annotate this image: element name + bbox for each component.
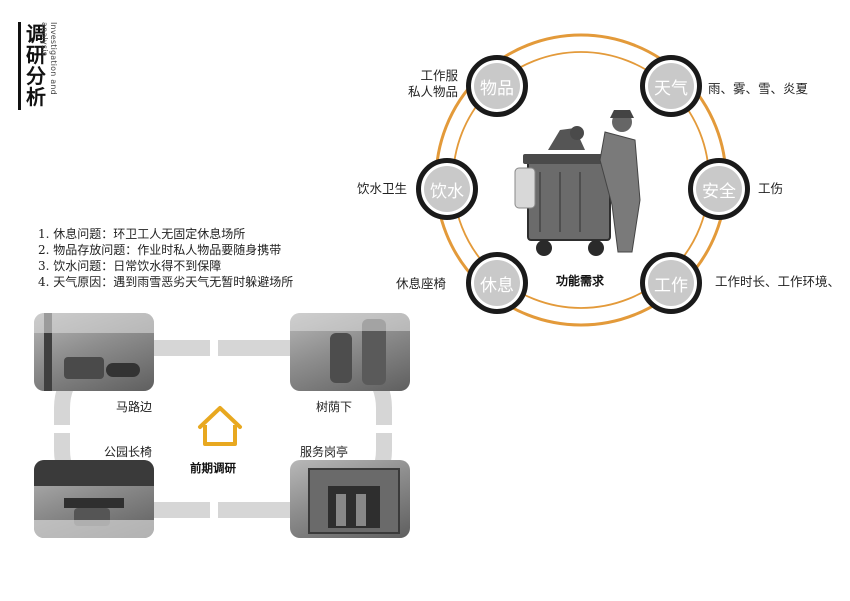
problem-item: 2. 物品存放问题：作业时私人物品要随身携带 <box>38 243 282 257</box>
need-bubble-water: 饮水 <box>416 158 478 220</box>
need-desc-water: 饮水卫生 <box>357 181 408 196</box>
needs-center-label: 功能需求 <box>556 274 605 288</box>
need-bubble-safety: 安全 <box>688 158 750 220</box>
problem-item: 4. 天气原因：遇到雨雪恶劣天气无暂时躲避场所 <box>38 275 294 289</box>
photo-roadside <box>34 313 154 391</box>
house-icon <box>198 406 242 446</box>
location-label: 树荫下 <box>316 400 353 414</box>
problem-item: 1. 休息问题：环卫工人无固定休息场所 <box>38 227 246 241</box>
worker-cart-illustration <box>514 110 641 256</box>
photo-tree-shade <box>290 313 410 391</box>
need-desc-rest: 休息座椅 <box>396 276 447 291</box>
need-bubble-work: 工作 <box>640 252 702 314</box>
problem-item: 3. 饮水问题：日常饮水得不到保障 <box>38 259 222 273</box>
photo-service-booth <box>290 460 410 538</box>
location-label: 马路边 <box>116 400 153 414</box>
title-accent-bar <box>18 22 21 110</box>
location-label: 服务岗亭 <box>300 445 349 459</box>
survey-center-label: 前期调研 <box>190 461 236 475</box>
title-char: 研 <box>26 43 46 67</box>
need-bubble-goods: 物品 <box>466 55 528 117</box>
title-char: 析 <box>26 85 46 109</box>
problem-list: 1. 休息问题：环卫工人无固定休息场所 2. 物品存放问题：作业时私人物品要随身… <box>38 226 293 290</box>
need-desc-safety: 工伤 <box>758 181 784 196</box>
location-label: 公园长椅 <box>104 445 153 459</box>
title-char: 调 <box>26 22 46 46</box>
need-desc-goods: 工作服 私人物品 <box>407 68 458 99</box>
need-bubble-weather: 天气 <box>640 55 702 117</box>
page-subtitle: Investigation and analysis <box>40 22 58 95</box>
title-char: 分 <box>26 64 46 88</box>
page-title: 调 研 分 析 <box>26 24 48 108</box>
need-bubble-rest: 休息 <box>466 252 528 314</box>
need-desc-weather: 雨、雾、雪、炎夏 <box>708 81 809 96</box>
photo-park-bench <box>34 460 154 538</box>
need-desc-work: 工作时长、工作环境、 <box>715 274 841 289</box>
